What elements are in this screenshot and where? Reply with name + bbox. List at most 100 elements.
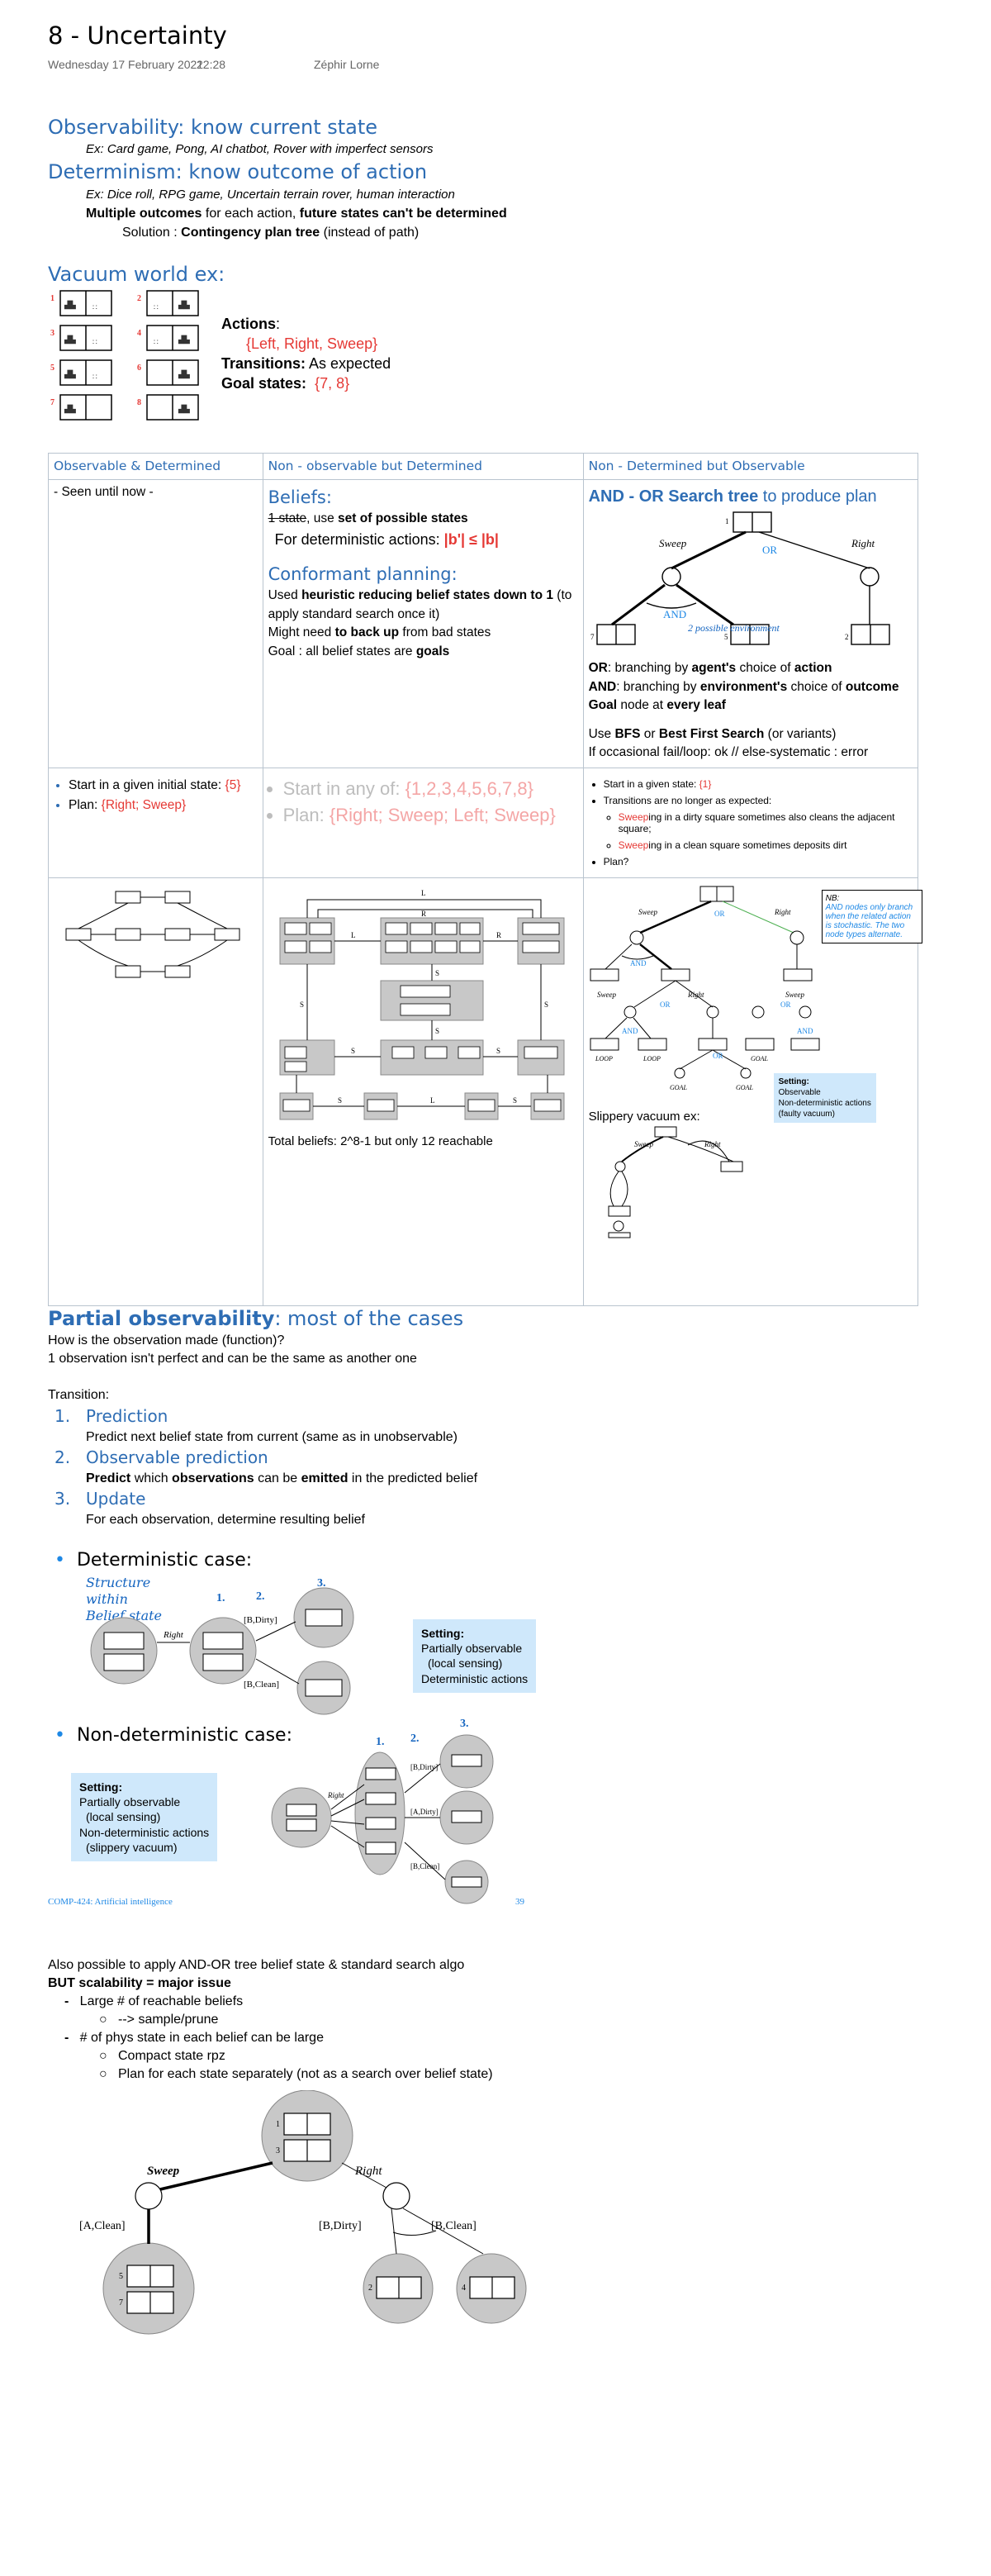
- svg-text:3: 3: [276, 2146, 280, 2155]
- cell-seen-until-now: - Seen until now -: [48, 479, 263, 768]
- total-beliefs: Total beliefs: 2^8-1 but only 12 reachab…: [268, 1134, 493, 1148]
- svg-text:GOAL: GOAL: [736, 1084, 753, 1091]
- vacuum-definition: Actions: {Left, Right, Sweep} Transition…: [221, 316, 391, 392]
- and-or-tree-diagram: Sweep Right OR AND 2 possible environmen…: [590, 511, 890, 645]
- vacuum-heading: Vacuum world ex:: [48, 263, 225, 286]
- svg-text:S: S: [338, 1096, 342, 1105]
- svg-text:Right: Right: [354, 2165, 382, 2178]
- svg-text:▟▙: ▟▙: [64, 335, 77, 345]
- svg-text:∷: ∷: [92, 303, 97, 311]
- determinism-examples: Ex: Dice roll, RPG game, Uncertain terra…: [86, 188, 455, 202]
- svg-text:S: S: [300, 1000, 304, 1009]
- observability-examples: Ex: Card game, Pong, AI chatbot, Rover w…: [86, 142, 434, 156]
- step-number: 1.: [55, 1406, 71, 1426]
- cell-and-or-tree: AND - OR Search tree to produce plan Swe…: [582, 479, 919, 768]
- svg-text:L: L: [421, 889, 426, 897]
- date: Wednesday 17 February 2021: [48, 58, 204, 71]
- svg-text:2.: 2.: [256, 1590, 265, 1603]
- deterministic-case-diagram: Right [B,Dirty] [B,Clean] 1.2.3.: [90, 1577, 354, 1715]
- svg-text:[B,Clean]: [B,Clean]: [431, 2220, 477, 2232]
- step-title: Update: [86, 1489, 146, 1509]
- svg-text:LOOP: LOOP: [642, 1055, 661, 1062]
- svg-text:Right: Right: [704, 1140, 721, 1148]
- svg-text:S: S: [435, 1027, 439, 1035]
- state-number: 5: [50, 364, 55, 373]
- step-description: For each observation, determine resultin…: [86, 1513, 365, 1527]
- svg-text:5: 5: [724, 633, 728, 641]
- svg-text:OR: OR: [660, 1000, 671, 1009]
- slippery-heading: Slippery vacuum ex:: [588, 1109, 700, 1124]
- nondet-setting-box: Setting:Partially observable(local sensi…: [71, 1773, 218, 1861]
- svg-text:AND: AND: [622, 1027, 638, 1035]
- svg-text:OR: OR: [762, 544, 777, 556]
- svg-text:[B,Dirty]: [B,Dirty]: [410, 1763, 438, 1771]
- cell-beliefs: Beliefs: 1 state, use set of possible st…: [262, 479, 584, 768]
- svg-text:Sweep: Sweep: [597, 991, 616, 999]
- svg-text:Sweep: Sweep: [147, 2165, 180, 2178]
- nondeterministic-case-diagram: Right [B,Dirty] [A,Dirty] [B,Clean] 1.2.…: [271, 1718, 494, 1904]
- col-nondetermined-observable: Non - Determined but Observable: [582, 453, 919, 480]
- svg-text:∷: ∷: [92, 373, 97, 381]
- svg-text:S: S: [544, 1000, 548, 1009]
- svg-text:S: S: [496, 1047, 500, 1055]
- svg-text:AND: AND: [630, 959, 647, 967]
- time: 22:28: [197, 58, 226, 71]
- svg-text:[A,Clean]: [A,Clean]: [79, 2220, 126, 2232]
- col-observable-determined: Observable & Determined: [48, 453, 263, 480]
- step-number: 2.: [55, 1447, 71, 1467]
- svg-text:5: 5: [119, 2272, 123, 2281]
- svg-text:∷: ∷: [92, 338, 97, 346]
- svg-text:∷: ∷: [154, 303, 159, 311]
- svg-text:2.: 2.: [410, 1732, 420, 1745]
- col-nonobservable-determined: Non - observable but Determined: [262, 453, 584, 480]
- svg-text:S: S: [435, 969, 439, 977]
- svg-text:Sweep: Sweep: [634, 1140, 653, 1148]
- svg-text:Right: Right: [774, 908, 791, 916]
- svg-text:▟▙: ▟▙: [178, 369, 191, 379]
- svg-text:▟▙: ▟▙: [64, 404, 77, 414]
- step-description: Predict which observations can be emitte…: [86, 1471, 478, 1485]
- svg-text:[A,Dirty]: [A,Dirty]: [410, 1808, 439, 1816]
- vacuum-states-grid: ▟▙∷ ∷▟▙ ▟▙▟▙ ∷∷ ▟▙▟▙ ∷ ▟▙▟▙ 1 2 3 4 5 6 …: [50, 290, 199, 421]
- svg-text:▟▙: ▟▙: [178, 300, 191, 310]
- svg-text:3.: 3.: [317, 1577, 326, 1590]
- state-number: 7: [50, 398, 55, 407]
- cell-state-graph: [48, 877, 263, 1306]
- observability-heading: Observability: know current state: [48, 116, 378, 139]
- partial-heading: Partial observability: most of the cases: [48, 1307, 464, 1330]
- slippery-vacuum-diagram: Sweep Right: [608, 1126, 743, 1238]
- svg-text:Right: Right: [163, 1630, 184, 1640]
- bottom-bullet1: - Large # of reachable beliefs: [64, 1994, 244, 2008]
- svg-text:S: S: [513, 1096, 517, 1105]
- partial-question: How is the observation made (function)?: [48, 1333, 285, 1347]
- partial-line: 1 observation isn't perfect and can be t…: [48, 1352, 417, 1366]
- state-number: 4: [137, 329, 141, 338]
- determinism-heading: Determinism: know outcome of action: [48, 160, 428, 183]
- svg-text:R: R: [421, 910, 426, 918]
- state-number: 6: [137, 364, 141, 373]
- svg-text:Right: Right: [851, 537, 875, 549]
- svg-text:▟▙: ▟▙: [178, 404, 191, 414]
- svg-text:S: S: [351, 1047, 355, 1055]
- state-number: 2: [137, 294, 141, 303]
- svg-text:GOAL: GOAL: [670, 1084, 687, 1091]
- cell-det-plan: Start in a given initial state: {5} Plan…: [48, 767, 263, 878]
- state-number: 8: [137, 398, 141, 407]
- svg-text:[B,Dirty]: [B,Dirty]: [244, 1615, 277, 1625]
- bottom-sub3: ○ Plan for each state separately (not as…: [99, 2067, 493, 2081]
- step-description: Predict next belief state from current (…: [86, 1430, 458, 1444]
- svg-text:1: 1: [725, 517, 729, 525]
- bottom-sub2: ○ Compact state rpz: [99, 2049, 225, 2063]
- svg-text:3.: 3.: [460, 1718, 469, 1730]
- svg-text:AND: AND: [663, 608, 686, 620]
- svg-text:1.: 1.: [376, 1736, 385, 1748]
- det-case-label: • Deterministic case:: [55, 1550, 253, 1571]
- svg-text:Sweep: Sweep: [785, 991, 804, 999]
- slide-footer-right: 39: [515, 1897, 524, 1907]
- svg-text:Right: Right: [327, 1791, 344, 1799]
- svg-text:OR: OR: [713, 1052, 723, 1060]
- transition-label: Transition:: [48, 1388, 110, 1402]
